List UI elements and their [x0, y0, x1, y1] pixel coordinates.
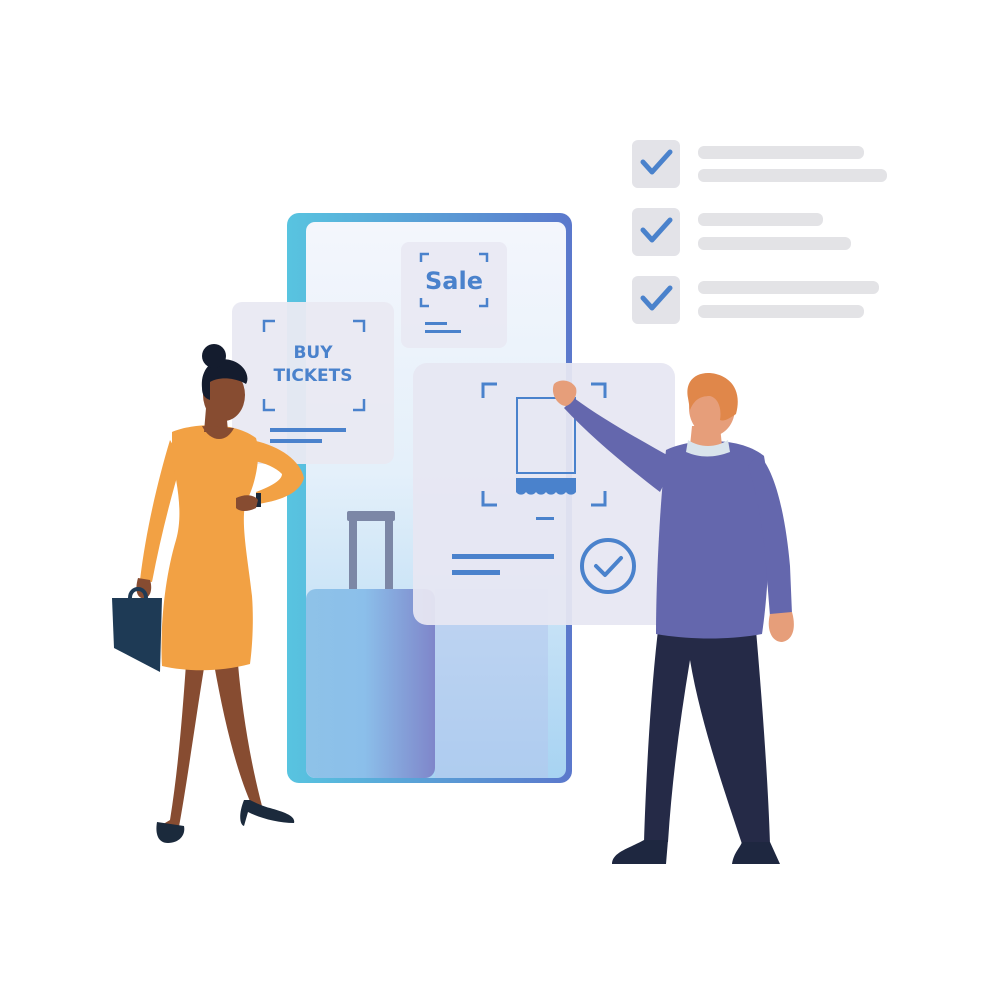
- placeholder-line: [698, 213, 823, 226]
- check-icon: [640, 285, 673, 311]
- buy-tickets-label-line1: BUY: [293, 343, 333, 363]
- text-line: [425, 330, 461, 333]
- placeholder-line: [698, 281, 879, 294]
- man-figure: [552, 373, 794, 864]
- briefcase-icon: [112, 587, 162, 672]
- text-line: [536, 517, 554, 520]
- woman-figure: [112, 344, 304, 843]
- checklist: [632, 140, 887, 324]
- text-line: [425, 322, 447, 325]
- checklist-item: [632, 276, 879, 324]
- text-line: [270, 439, 322, 443]
- buy-tickets-label-line2: TICKETS: [273, 366, 352, 386]
- text-line: [452, 570, 500, 575]
- placeholder-line: [698, 305, 864, 318]
- checklist-item: [632, 208, 851, 256]
- scan-frame-icon: [262, 319, 366, 412]
- scan-frame-icon: [419, 252, 489, 308]
- placeholder-line: [698, 169, 887, 182]
- sale-label: Sale: [425, 267, 483, 295]
- ticket-icon: [516, 397, 576, 495]
- placeholder-line: [698, 237, 851, 250]
- placeholder-line: [698, 146, 864, 159]
- checklist-item: [632, 140, 887, 188]
- check-icon: [640, 149, 673, 175]
- ticket-scan-card[interactable]: [413, 363, 675, 625]
- check-icon: [640, 217, 673, 243]
- sale-card[interactable]: Sale: [401, 242, 507, 348]
- text-line: [452, 554, 554, 559]
- check-circle-icon: [580, 538, 636, 594]
- text-line: [270, 428, 346, 432]
- buy-tickets-card[interactable]: BUY TICKETS: [232, 302, 394, 464]
- hair-bun: [202, 344, 226, 368]
- scan-frame-icon: [481, 382, 607, 507]
